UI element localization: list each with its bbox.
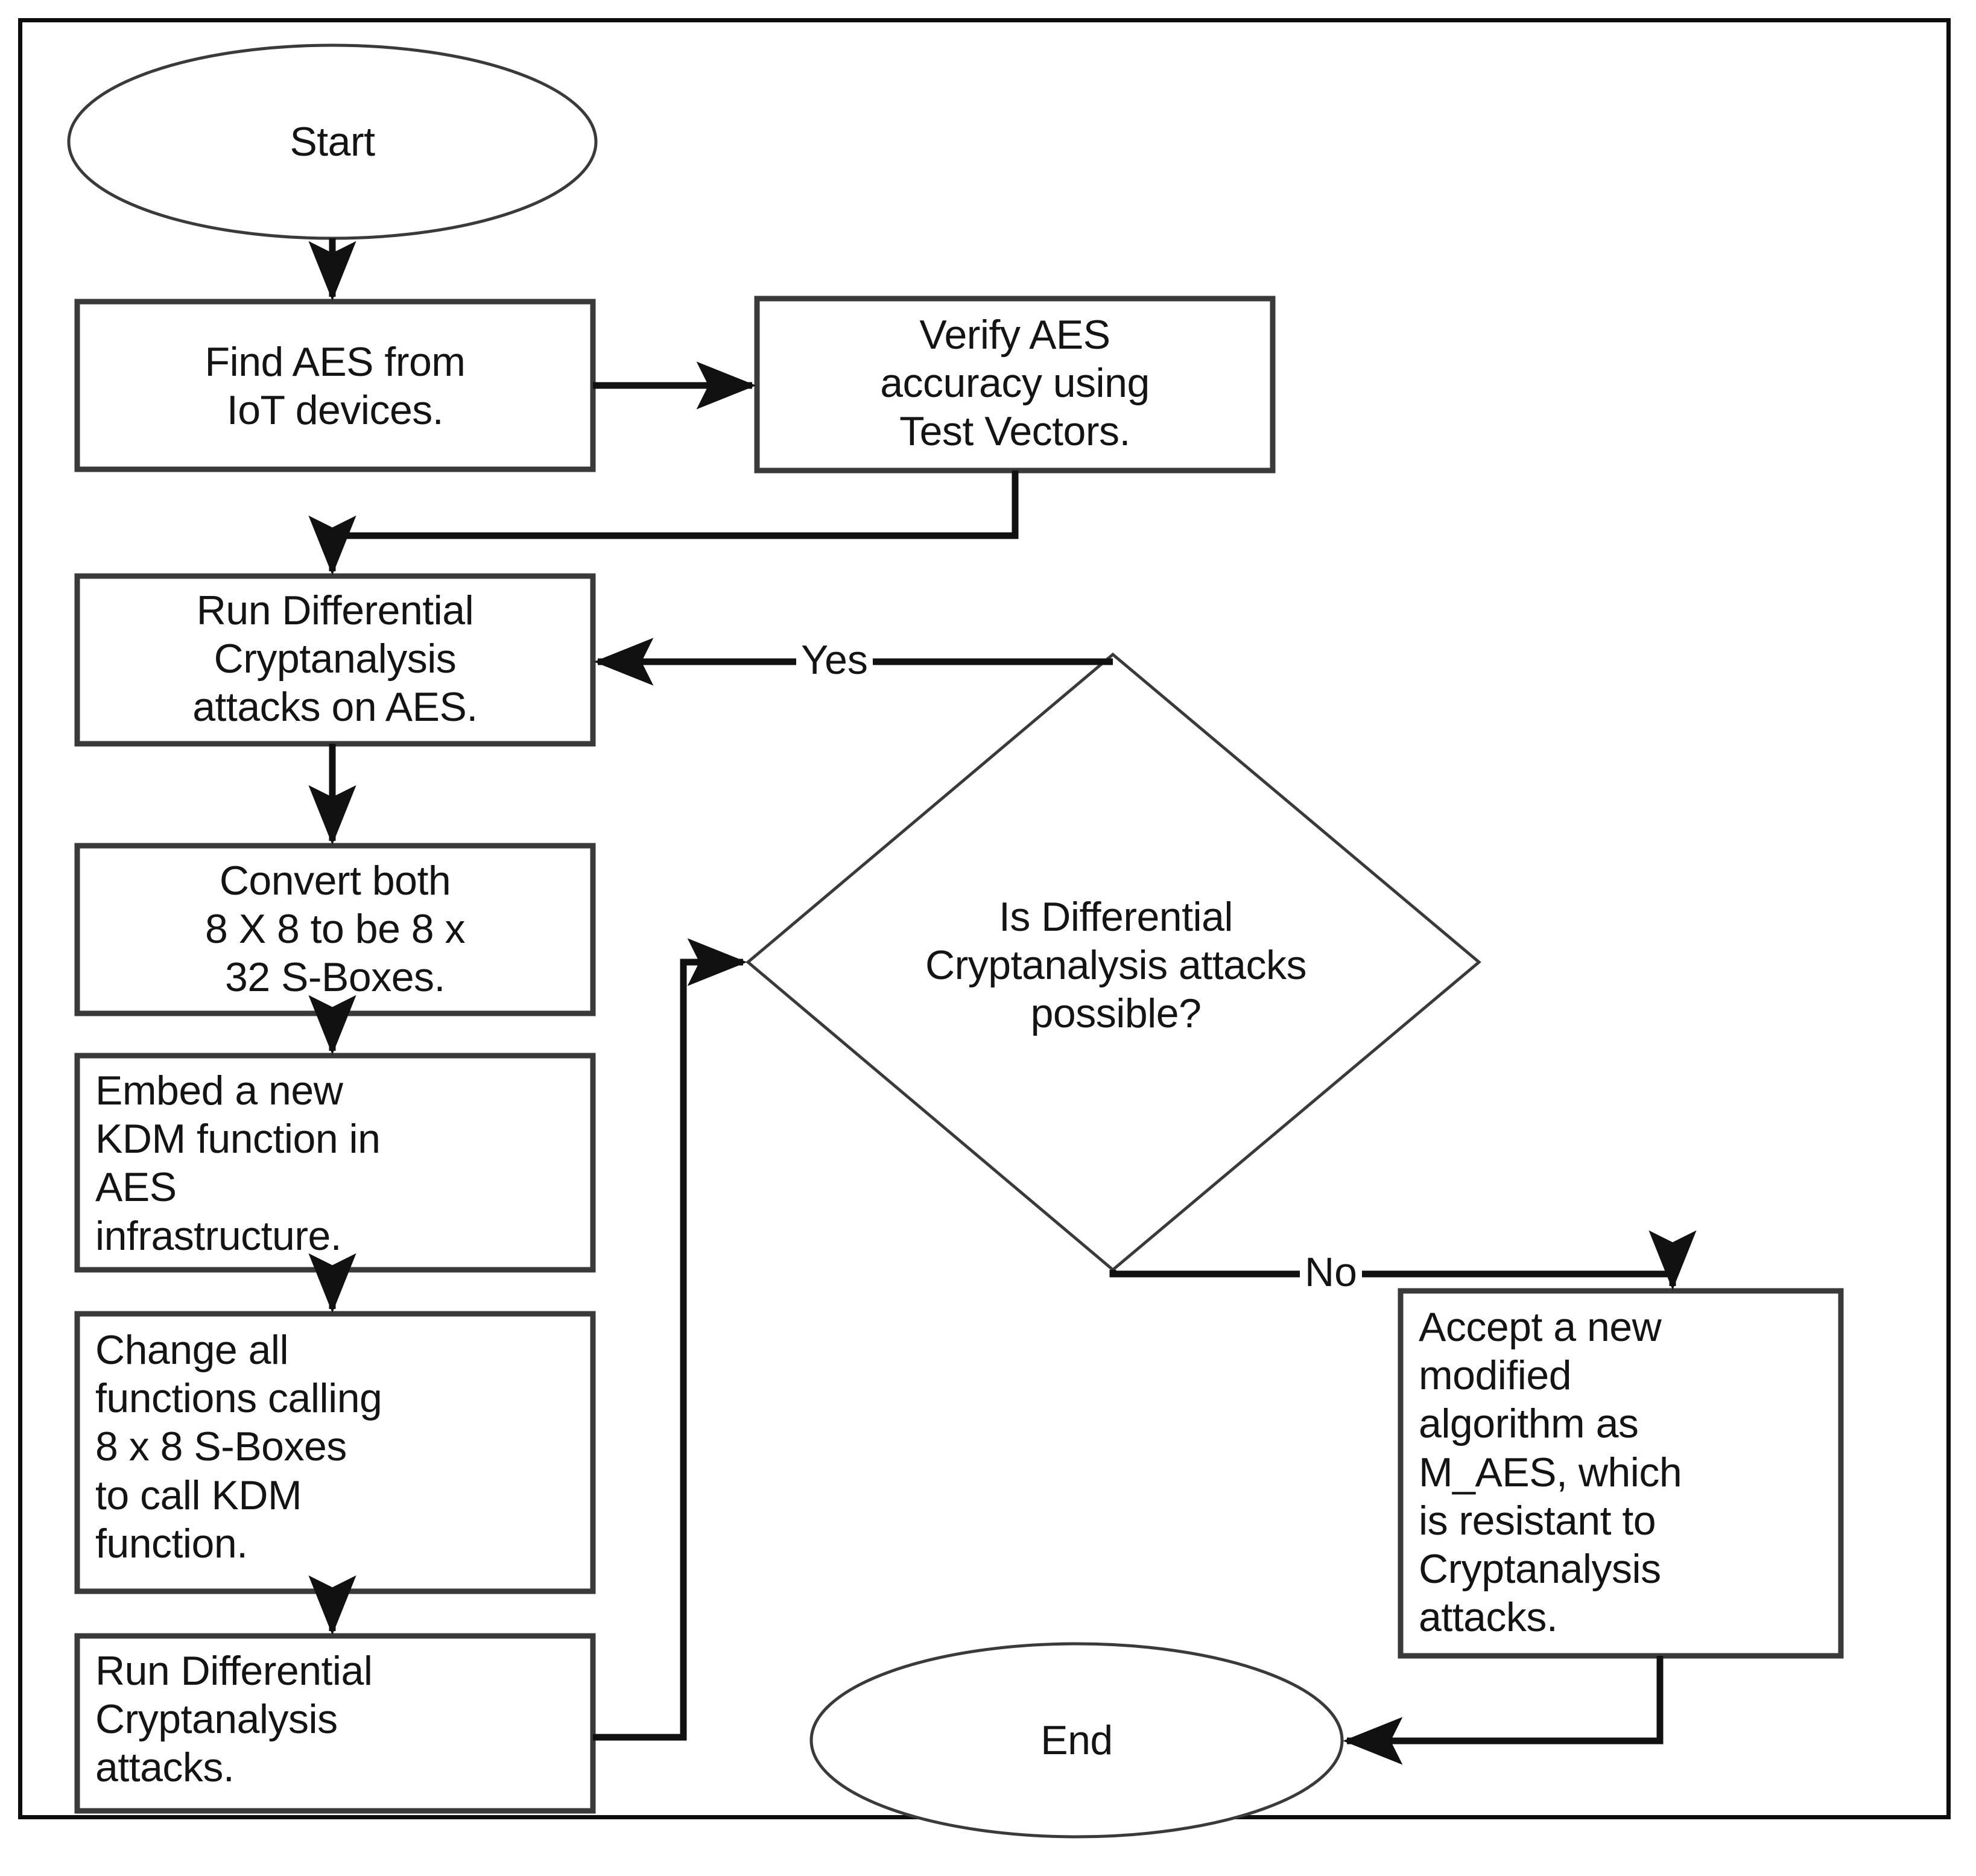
node-run-dc-aes-shape: [74, 573, 596, 747]
node-embed-kdm-shape: [74, 1053, 596, 1273]
node-end-shape: [809, 1642, 1344, 1839]
node-accept-maes-shape: [1398, 1288, 1844, 1659]
edge-run-dc-to-decision: [593, 938, 747, 1741]
edge-accept-maes-to-end: [1343, 1656, 1664, 1765]
node-run-dc-shape: [74, 1633, 596, 1814]
node-verify-aes-shape: [754, 296, 1276, 474]
node-decision-shape: [746, 652, 1481, 1272]
edge-label-no: No: [1300, 1252, 1362, 1293]
node-find-aes-shape: [74, 299, 596, 472]
node-convert-sbox-shape: [74, 843, 596, 1016]
edge-verify-aes-to-run-dc-aes: [308, 471, 1019, 575]
edge-decision-no-to-accept-maes: [1109, 1230, 1697, 1290]
node-start-shape: [67, 43, 598, 240]
edge-label-yes: Yes: [796, 639, 873, 680]
node-change-calls-shape: [74, 1311, 596, 1594]
